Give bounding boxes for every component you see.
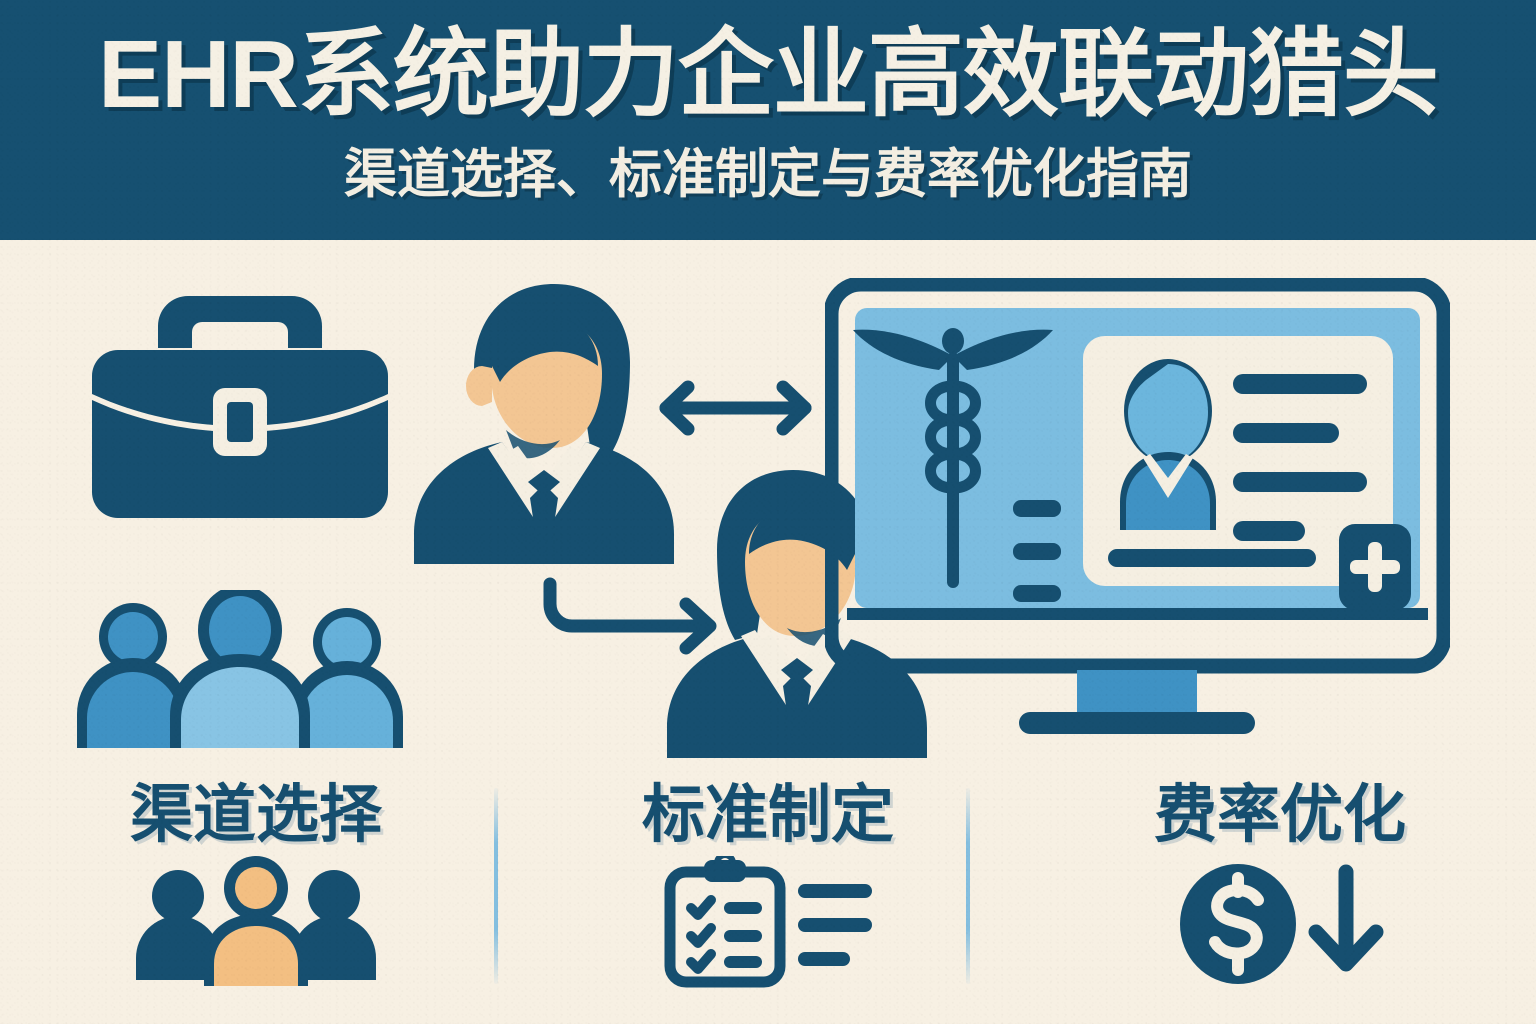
monitor-side-list <box>1013 500 1061 602</box>
illustration-area <box>0 240 1536 780</box>
feature-icon-wrap <box>656 856 880 996</box>
curved-arrow-icon <box>543 577 717 655</box>
feature-label: 费率优化 <box>1154 780 1406 850</box>
ehr-monitor-icon[interactable] <box>825 278 1450 748</box>
clipboard-checklist-icon <box>664 856 872 988</box>
column-divider <box>966 788 970 984</box>
column-divider <box>494 788 498 984</box>
feature-column-standard-setting[interactable]: 标准制定 <box>512 770 1024 1024</box>
briefcase-icon <box>92 296 388 518</box>
arrow-down-icon <box>1308 864 1384 972</box>
feature-label: 渠道选择 <box>130 780 382 850</box>
dollar-down-icon <box>1180 864 1384 985</box>
people-group-icon <box>136 856 376 987</box>
feature-column-rate-optimization[interactable]: 费率优化 <box>1024 770 1536 1024</box>
businessman-recruiter-icon <box>414 284 674 564</box>
feature-icon-wrap <box>1160 856 1400 996</box>
caduceus-icon <box>853 328 1053 588</box>
patient-avatar-icon <box>1120 359 1216 530</box>
record-text-lines <box>1108 374 1367 567</box>
bidirectional-arrow-icon <box>659 380 812 436</box>
people-group-icon <box>77 590 403 748</box>
feature-label: 标准制定 <box>642 780 894 850</box>
feature-column-channel-selection[interactable]: 渠道选择 <box>0 770 512 1024</box>
feature-row: 渠道选择 标准制定 <box>0 770 1536 1024</box>
feature-icon-wrap <box>126 856 386 996</box>
page-subtitle: 渠道选择、标准制定与费率优化指南 <box>344 145 1192 204</box>
page-title: EHR系统助力企业高效联动猎头 <box>98 21 1439 128</box>
plus-button-icon <box>1339 524 1411 610</box>
header-banner: EHR系统助力企业高效联动猎头 渠道选择、标准制定与费率优化指南 <box>0 0 1536 240</box>
